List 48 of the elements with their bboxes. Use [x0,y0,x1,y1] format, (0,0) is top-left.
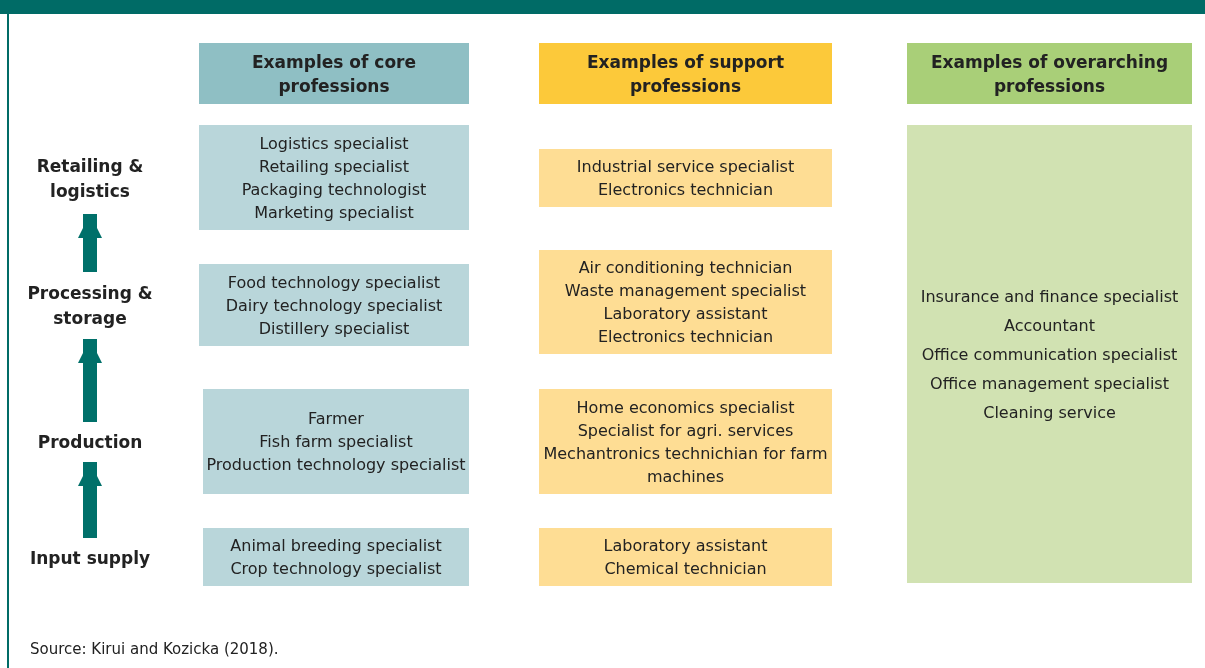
profession-name: Fish farm specialist [259,431,413,453]
arrow [78,214,102,272]
profession-name: Marketing specialist [254,201,414,224]
profession-name: Electronics technician [597,326,774,348]
profession-name: Electronics technician [597,179,774,201]
profession-name: Waste management specialist [564,280,807,302]
profession-name: Air conditioning technician [578,257,793,279]
profession-name: Animal breeding specialist [230,535,442,557]
profession-name: Retailing specialist [259,155,409,178]
profession-box [199,264,469,346]
stage-label: Input supply [20,544,160,572]
stage-label: Processing & storage [20,278,160,333]
profession-name: Production technology specialist [206,454,466,476]
profession-name: Packaging technologist [241,178,427,201]
profession-name: Chemical technician [604,558,767,580]
column-header: Examples of overarching professions [907,43,1192,104]
profession-name: Insurance and finance specialist [920,285,1179,307]
profession-name: Dairy technology specialist [225,294,443,317]
column-header: Examples of support professions [539,43,832,104]
profession-name: Specialist for agri. services [577,419,794,442]
profession-box [539,389,832,494]
profession-name: Home economics specialist [576,396,795,419]
profession-name: Crop technology specialist [230,558,442,580]
source-caption: Source: Kirui and Kozicka (2018). [30,640,279,658]
profession-name: Laboratory assistant [603,303,768,325]
arrow [78,462,102,538]
column-header: Examples of core professions [199,43,469,104]
profession-box [203,389,469,494]
arrow [78,339,102,422]
profession-box [907,125,1192,583]
profession-name: Office management specialist [930,372,1169,394]
profession-box [539,250,832,354]
profession-name: Food technology specialist [227,271,441,294]
profession-box [539,149,832,207]
profession-name: Industrial service specialist [576,156,795,178]
stage-label: Retailing & logistics [25,150,155,208]
profession-box [539,528,832,586]
profession-box [199,125,469,230]
stage-label: Production [25,428,155,456]
profession-name: Office communication specialist [921,343,1178,365]
profession-box [203,528,469,586]
profession-name: Farmer [308,408,364,430]
profession-name: Mechantronics technichian for farm machines [542,442,829,488]
profession-name: Laboratory assistant [603,535,768,557]
profession-name: Logistics specialist [259,132,409,155]
profession-name: Distillery specialist [258,317,410,340]
profession-name: Cleaning service [983,401,1116,423]
profession-name: Accountant [1004,314,1095,336]
